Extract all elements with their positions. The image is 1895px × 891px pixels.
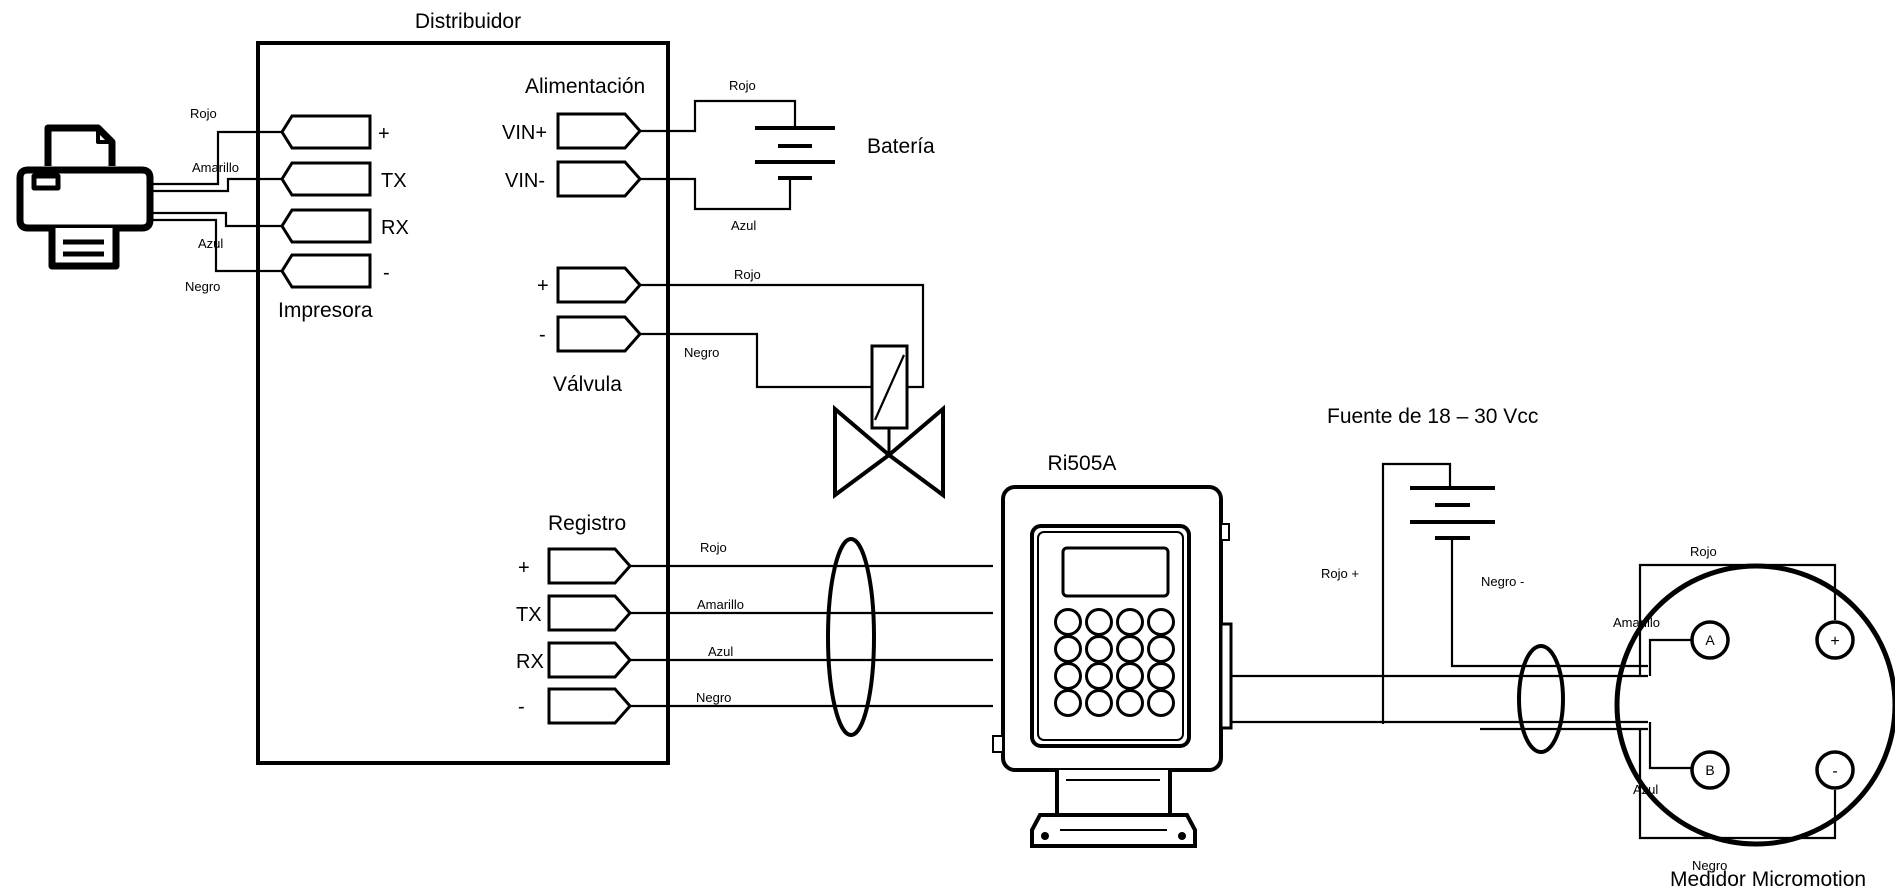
terminal-minus bbox=[1815, 750, 1855, 790]
fuente-battery-symbol bbox=[1381, 462, 1648, 724]
printer-wire-label-negro: Negro bbox=[185, 279, 220, 294]
ri505a-device bbox=[992, 485, 1233, 848]
terminal-label-minus: - bbox=[1832, 763, 1837, 780]
terminal-label-plus: + bbox=[1830, 633, 1839, 650]
registro-pin-label-rx: RX bbox=[516, 651, 544, 673]
battery-symbol bbox=[640, 99, 835, 211]
registro-pin-label-minus: - bbox=[518, 696, 525, 718]
registro-pin-label-plus: + bbox=[518, 557, 530, 579]
terminal-a bbox=[1690, 620, 1730, 660]
meter-symbol bbox=[1614, 563, 1895, 847]
meter-body bbox=[1614, 563, 1895, 847]
impresora-pin-rx bbox=[280, 208, 372, 244]
printer-wires bbox=[148, 130, 282, 273]
registro-pin-rx bbox=[547, 641, 633, 679]
ri505a-label: Ri505A bbox=[1048, 452, 1117, 475]
terminal-label-b: B bbox=[1705, 762, 1714, 778]
impresora-connectors bbox=[280, 114, 372, 289]
impresora-pin-label-minus: - bbox=[383, 262, 390, 284]
impresora-pin-label-tx: TX bbox=[381, 170, 407, 192]
battery-label: Batería bbox=[867, 135, 935, 158]
meter-label: Medidor Micromotion bbox=[1670, 868, 1866, 891]
alimentacion-connectors bbox=[556, 112, 643, 198]
vin-plus-label: VIN+ bbox=[502, 122, 547, 144]
fuente-label-pos: Rojo + bbox=[1321, 566, 1359, 581]
valvula-pin-label-minus: - bbox=[539, 324, 546, 346]
registro-wire-label-rojo: Rojo bbox=[700, 540, 727, 555]
printer-wire-label-rojo: Rojo bbox=[190, 106, 217, 121]
printer-icon bbox=[16, 124, 154, 270]
impresora-pin-minus bbox=[280, 253, 372, 289]
valve-wire-label-rojo: Rojo bbox=[734, 267, 761, 282]
terminal-plus bbox=[1815, 620, 1855, 660]
impresora-pin-label-rx: RX bbox=[381, 217, 409, 239]
registro-pin-plus bbox=[547, 547, 633, 585]
meter-wire-label-azul: Azul bbox=[1633, 782, 1658, 797]
fuente-label-neg: Negro - bbox=[1481, 574, 1524, 589]
meter-cable-ellipse bbox=[1517, 644, 1565, 754]
registro-connectors bbox=[547, 547, 633, 725]
valvula-pin-plus bbox=[556, 266, 643, 304]
cable-bundle-ellipse bbox=[826, 537, 876, 737]
impresora-pin-label-plus: + bbox=[378, 123, 390, 145]
valvula-connectors bbox=[556, 266, 643, 353]
distribuidor-title: Distribuidor bbox=[415, 10, 521, 33]
registro-pin-label-tx: TX bbox=[516, 604, 542, 626]
alimentacion-label: Alimentación bbox=[525, 75, 645, 98]
valvula-pin-minus bbox=[556, 315, 643, 353]
ri505a-to-meter-cable bbox=[1231, 644, 1648, 754]
registro-pin-minus bbox=[547, 687, 633, 725]
vin-minus-label: VIN- bbox=[505, 170, 545, 192]
registro-wires bbox=[630, 537, 993, 737]
distribuidor-box bbox=[256, 41, 670, 765]
vin-plus-pin bbox=[556, 112, 643, 150]
registro-pin-tx bbox=[547, 594, 633, 632]
printer-wire-label-amarillo: Amarillo bbox=[192, 160, 239, 175]
impresora-label: Impresora bbox=[278, 299, 373, 322]
registro-wire-label-amarillo: Amarillo bbox=[697, 597, 744, 612]
registro-wire-label-negro: Negro bbox=[696, 690, 731, 705]
valvula-pin-label-plus: + bbox=[537, 275, 549, 297]
valve-wire-label-negro: Negro bbox=[684, 345, 719, 360]
meter-wire-label-amarillo: Amarillo bbox=[1613, 615, 1660, 630]
registro-wire-label-azul: Azul bbox=[708, 644, 733, 659]
terminal-label-a: A bbox=[1705, 632, 1715, 648]
impresora-pin-tx bbox=[280, 161, 372, 197]
registro-label: Registro bbox=[548, 512, 626, 535]
battery-wire-label-azul: Azul bbox=[731, 218, 756, 233]
vin-minus-pin bbox=[556, 160, 643, 198]
printer-wire-label-azul: Azul bbox=[198, 236, 223, 251]
ri505a-keypad bbox=[1054, 608, 1175, 717]
valvula-label: Válvula bbox=[553, 373, 622, 396]
meter-wire-label-rojo: Rojo bbox=[1690, 544, 1717, 559]
valve-symbol bbox=[640, 283, 945, 499]
meter-wire-label-negro: Negro bbox=[1692, 858, 1727, 873]
fuente-label: Fuente de 18 – 30 Vcc bbox=[1327, 405, 1538, 428]
terminal-b bbox=[1690, 750, 1730, 790]
battery-wire-label-rojo: Rojo bbox=[729, 78, 756, 93]
impresora-pin-plus bbox=[280, 114, 372, 150]
